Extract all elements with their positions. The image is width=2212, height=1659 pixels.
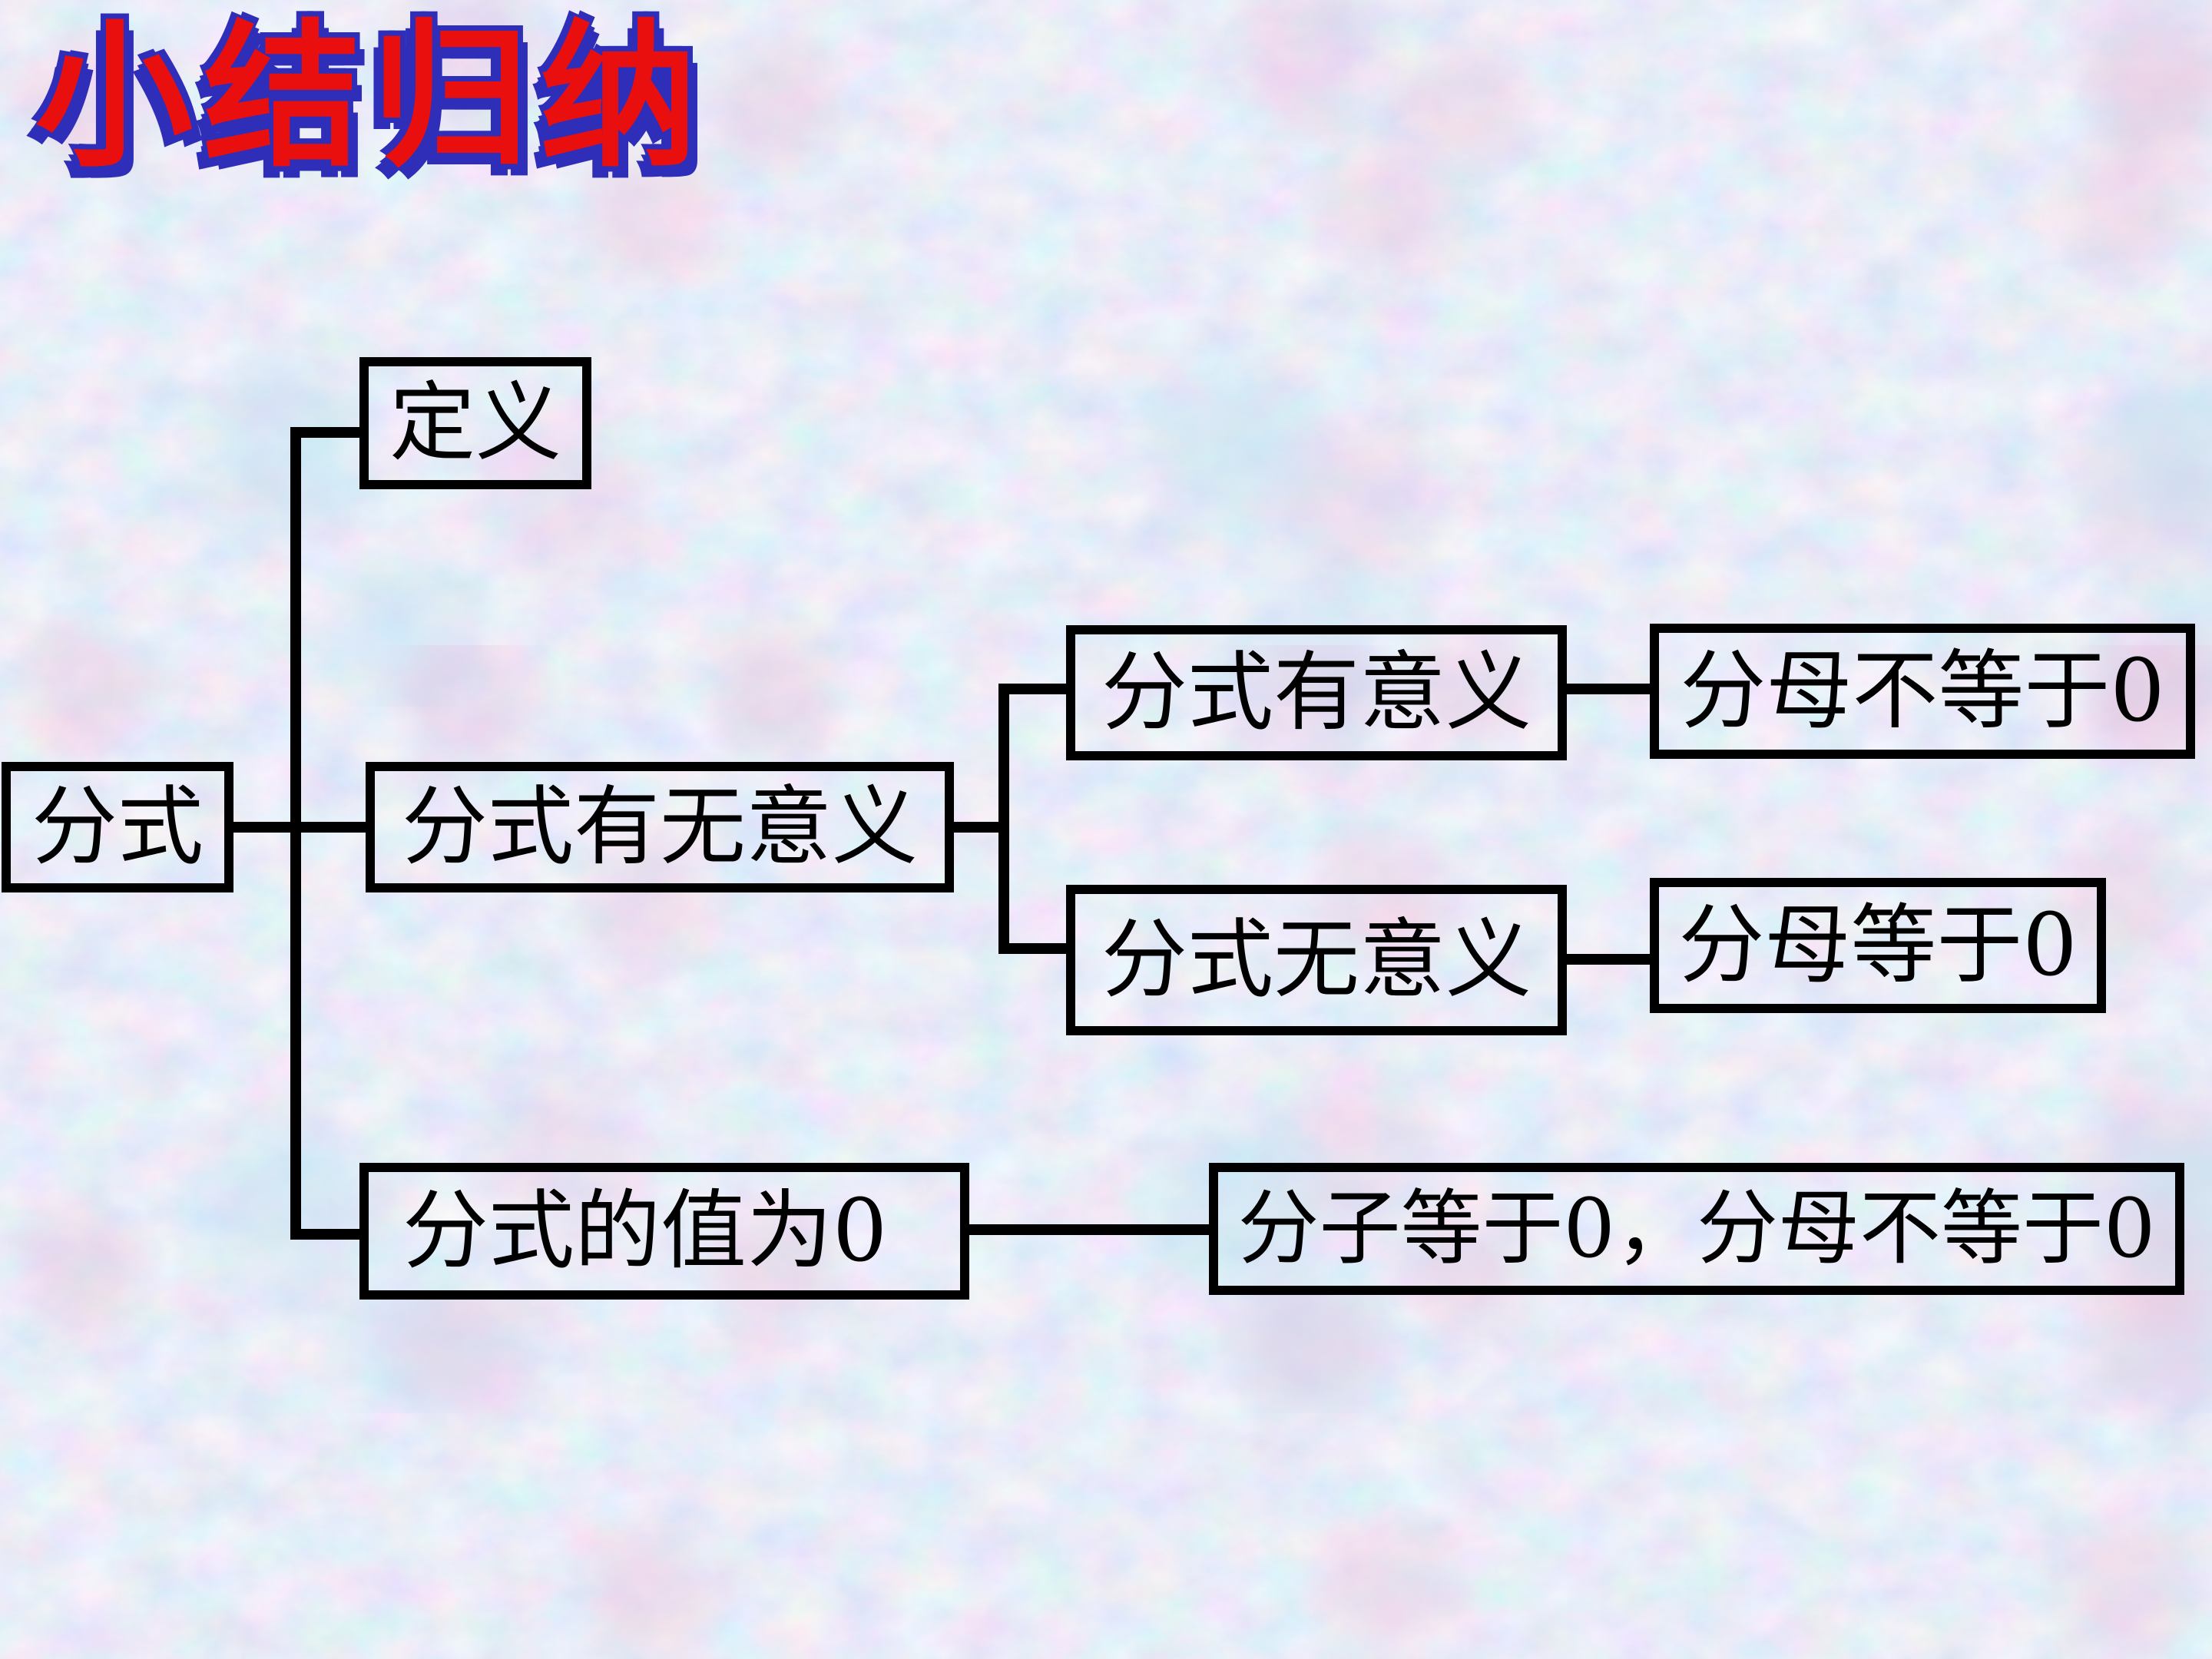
node-fraction-meaningless: 分式无意义 [1066,885,1567,1035]
connector-bracket-to-meaningless [1009,943,1068,954]
connector-value-zero-to-result [969,1224,1210,1235]
node-has-meaning-or-not: 分式有无意义 [366,762,954,892]
node-denominator-not-zero: 分母不等于0 [1650,624,2195,759]
connector-bracket-to-meaningful [1009,684,1068,694]
connector-bracket-vertical [998,684,1009,954]
connector-trunk-to-definition [301,427,361,438]
node-fraction-meaningful: 分式有意义 [1066,625,1567,760]
node-fraction-value-zero: 分式的值为0 [359,1163,969,1300]
connector-root-to-trunk [233,822,367,833]
slide-title: 小结归纳 [35,5,708,189]
connector-meaning-to-bracket [954,822,1005,833]
connector-trunk-vertical [290,427,301,1240]
node-root-fraction: 分式 [2,762,233,892]
node-definition: 定义 [359,357,591,489]
connector-trunk-to-value-zero [301,1229,361,1240]
connector-meaningless-to-result [1567,954,1651,965]
connector-meaningful-to-result [1567,684,1651,694]
node-numerator-zero-denominator-not-zero: 分子等于0，分母不等于0 [1209,1163,2184,1295]
node-denominator-zero: 分母等于0 [1650,878,2106,1013]
